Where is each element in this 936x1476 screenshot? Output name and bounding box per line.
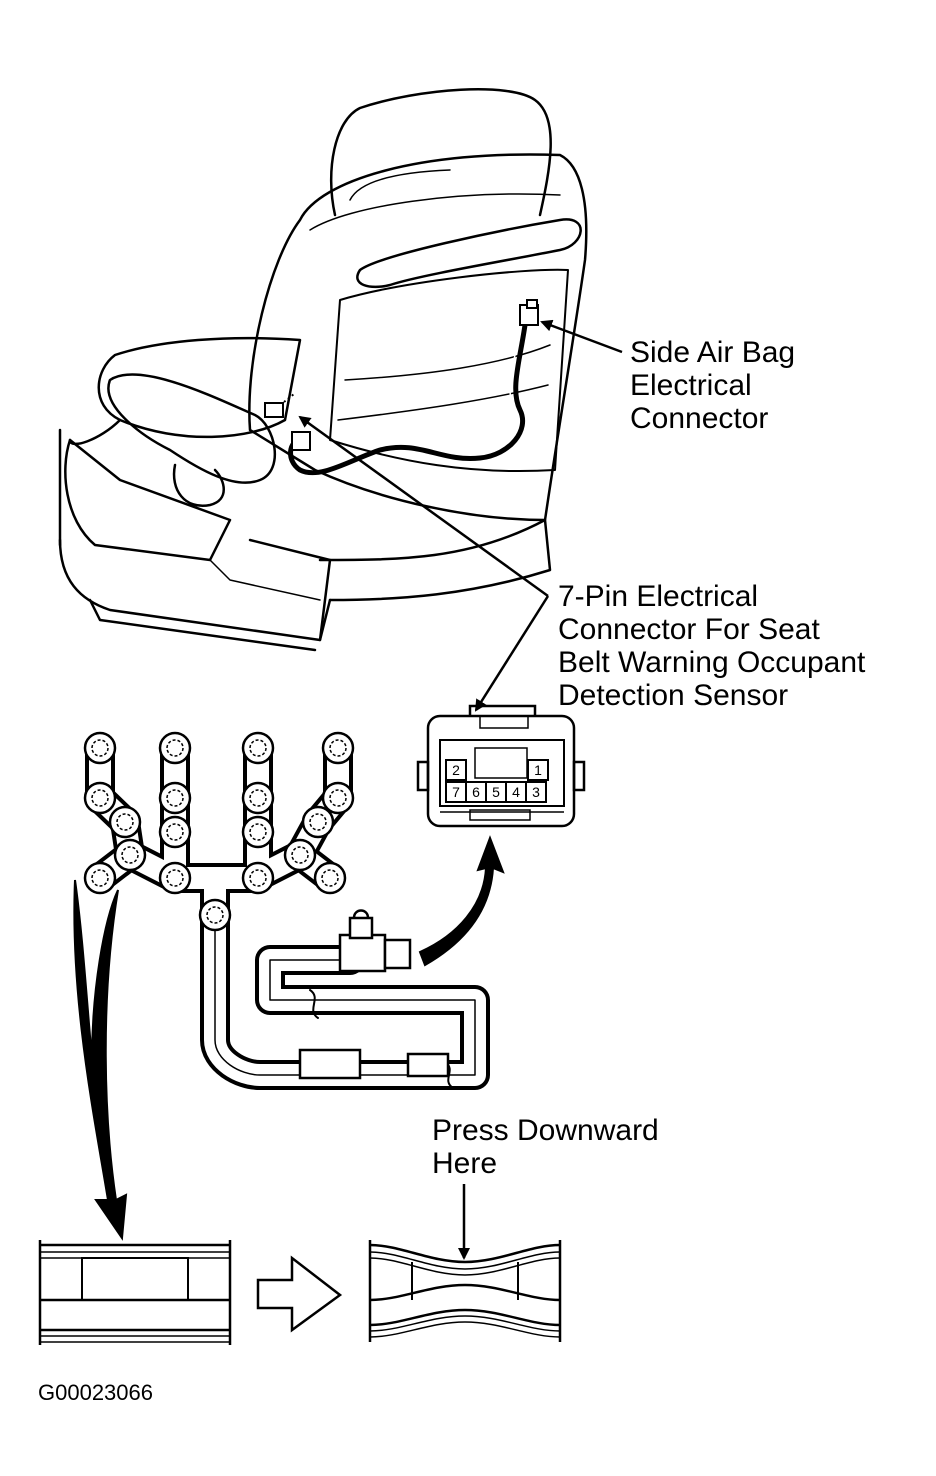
pin-label: 2: [452, 762, 460, 778]
label-line: Press Downward: [432, 1114, 659, 1147]
pin-label: 3: [532, 784, 540, 800]
seat-cushion: [97, 336, 302, 439]
label-line: Connector: [630, 402, 769, 435]
cross-section-pressed: [368, 1240, 562, 1342]
pin-label: 5: [492, 784, 500, 800]
seat-back-handle: [356, 218, 582, 289]
side-airbag-connector-label: Side Air Bag Electrical Connector: [630, 336, 795, 435]
occupant-sensor-mat: [85, 733, 490, 1090]
seat-7pin-connector: [264, 393, 311, 451]
label-line: Electrical: [630, 369, 752, 402]
label-line: Detection Sensor: [558, 679, 789, 712]
label-line: Here: [432, 1147, 498, 1180]
label-line: Belt Warning Occupant: [558, 646, 866, 679]
connector-pin-labels: 2 1 7 6 5 4 3: [452, 762, 542, 800]
label-line: 7-Pin Electrical: [558, 580, 759, 613]
side-airbag-leader-arrow: [540, 319, 623, 354]
curved-arrow-to-connector: [418, 835, 505, 967]
cross-section-normal: [38, 1240, 232, 1345]
figure-id: G00023066: [38, 1380, 153, 1405]
pin-label: 7: [452, 784, 460, 800]
seven-pin-connector-label: 7-Pin Electrical Connector For Seat Belt…: [558, 580, 865, 712]
side-airbag-connector: [519, 299, 539, 326]
connector-detail-leader-arrow: [474, 595, 550, 712]
label-line: Connector For Seat: [558, 613, 820, 646]
pin-label: 1: [534, 762, 542, 778]
sensor-cells: [83, 731, 355, 932]
pin-label: 4: [512, 784, 520, 800]
curved-arrow-to-cross-section: [73, 879, 128, 1241]
seat-armrest: [107, 373, 277, 484]
connector-face-detail: [416, 704, 586, 828]
seat-headrest: [329, 88, 552, 217]
seat-back: [248, 153, 588, 522]
label-line: Side Air Bag: [630, 336, 796, 369]
seat-connector-leader-line: [298, 415, 549, 598]
seat-wiring-harness: [288, 322, 528, 476]
mat-harness-connector: [298, 909, 450, 1080]
pin-label: 6: [472, 784, 480, 800]
transition-arrow-icon: [256, 1255, 343, 1333]
press-downward-label: Press Downward Here: [432, 1114, 659, 1180]
seat-illustration: [58, 88, 588, 652]
